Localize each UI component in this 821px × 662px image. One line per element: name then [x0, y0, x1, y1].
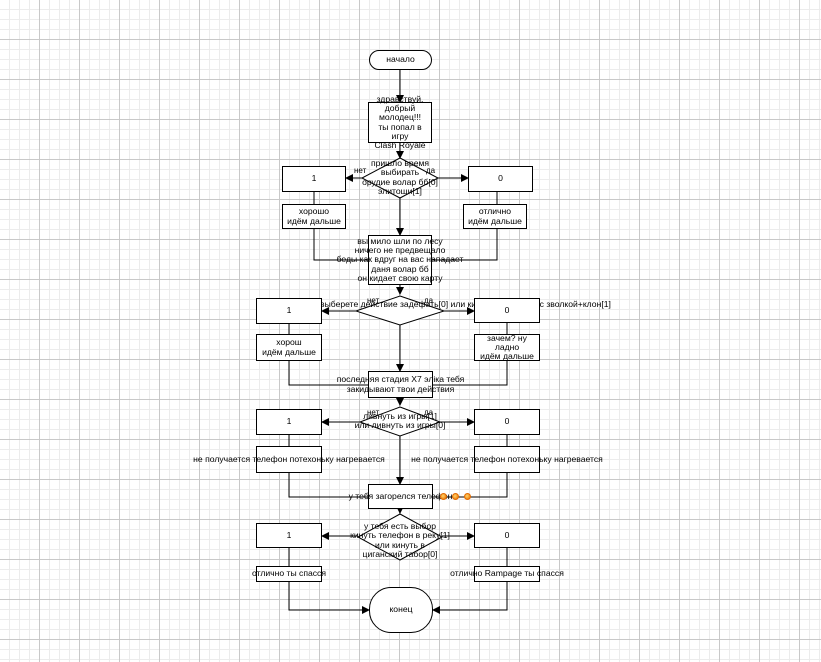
- result-2-left-text: хорош идём дальше: [262, 337, 316, 357]
- value-box-4-right[interactable]: 0: [474, 523, 540, 548]
- process-forest-text: вы мило шли по лесу ничего не предвещало…: [336, 235, 464, 283]
- process-last-stage-text: последняя стадия X7 эліка тебя закидываю…: [336, 374, 465, 394]
- start-label: начало: [386, 54, 415, 65]
- value-box-3-right[interactable]: 0: [474, 409, 540, 435]
- decision-3-yes-label: да: [424, 408, 434, 417]
- value-box-3-right-text: 0: [504, 416, 510, 427]
- end-label: конец: [389, 604, 413, 615]
- decision-1-yes-label: да: [426, 166, 436, 175]
- decision-2-yes-label: да: [424, 296, 434, 305]
- result-1-right[interactable]: отлично идём дальше: [463, 204, 527, 229]
- process-greeting[interactable]: здравствуй, добрый молодец!!! ты попал в…: [368, 94, 432, 150]
- value-box-4-left-text: 1: [286, 529, 292, 540]
- decision-3: [358, 406, 442, 437]
- process-phone-fire-text: у тебя загорелся телефон: [348, 490, 453, 501]
- result-3-right-text: не получается телефон потехоньку нагрева…: [411, 453, 603, 464]
- value-box-4-right-text: 0: [504, 529, 510, 540]
- result-4-right[interactable]: отлично Rampage ты спасся: [450, 566, 564, 582]
- decision-1: [360, 157, 440, 199]
- fire-icon: [452, 493, 459, 500]
- result-1-left[interactable]: хорошо идём дальше: [282, 204, 346, 229]
- decision-2: [354, 295, 446, 326]
- fire-icon: [464, 493, 471, 500]
- value-box-4-left[interactable]: 1: [256, 523, 322, 548]
- result-3-left-text: не получается телефон потехоньку нагрева…: [193, 453, 385, 464]
- value-box-3-left-text: 1: [286, 416, 292, 427]
- value-box-1-left-text: 1: [311, 173, 317, 184]
- value-box-2-left[interactable]: 1: [256, 298, 322, 324]
- result-2-right[interactable]: зачем? ну ладно идём дальше: [474, 332, 540, 362]
- fire-icon: [440, 493, 447, 500]
- process-phone-fire[interactable]: у тебя загорелся телефон: [349, 484, 452, 509]
- decision-4: [356, 513, 444, 561]
- result-4-left-text: отлично ты спасся: [251, 568, 327, 579]
- result-3-right[interactable]: не получается телефон потехоньку нагрева…: [411, 446, 603, 473]
- decision-2-no-label: нет: [367, 296, 380, 305]
- result-2-left[interactable]: хорош идём дальше: [256, 334, 322, 361]
- value-box-1-right[interactable]: 0: [468, 166, 533, 192]
- value-box-2-right[interactable]: 0: [474, 298, 540, 323]
- value-box-3-left[interactable]: 1: [256, 409, 322, 435]
- start-terminator[interactable]: начало: [369, 50, 432, 70]
- value-box-1-right-text: 0: [498, 173, 503, 184]
- process-forest[interactable]: вы мило шли по лесу ничего не предвещало…: [337, 235, 463, 285]
- value-box-2-left-text: 1: [286, 305, 292, 316]
- decision-3-no-label: нет: [367, 408, 380, 417]
- value-box-1-left[interactable]: 1: [282, 166, 346, 192]
- result-1-right-text: отлично идём дальше: [468, 206, 522, 226]
- result-4-right-text: отлично Rampage ты спасся: [450, 568, 564, 579]
- decision-1-no-label: нет: [354, 166, 367, 175]
- process-greeting-text: здравствуй, добрый молодец!!! ты попал в…: [374, 93, 426, 151]
- end-terminator[interactable]: конец: [369, 587, 433, 633]
- result-1-left-text: хорошо идём дальше: [287, 206, 341, 226]
- value-box-2-right-text: 0: [504, 304, 510, 315]
- process-last-stage[interactable]: последняя стадия X7 эліка тебя закидываю…: [337, 371, 464, 398]
- result-2-right-text: зачем? ну ладно идём дальше: [480, 332, 534, 362]
- result-3-left[interactable]: не получается телефон потехоньку нагрева…: [193, 446, 385, 473]
- result-4-left[interactable]: отлично ты спасся: [252, 566, 326, 582]
